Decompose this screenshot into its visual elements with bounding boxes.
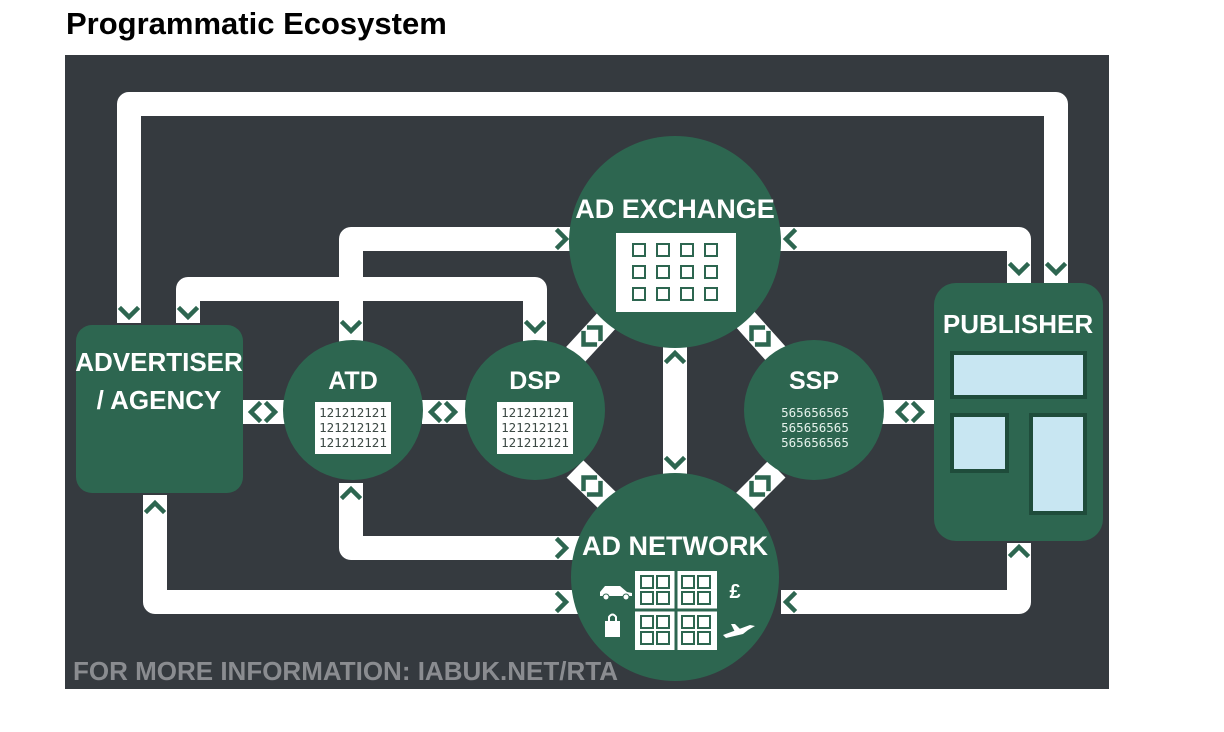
ssp-label: SSP	[789, 367, 839, 395]
ssp-node: SSP 565656565 565656565 565656565	[744, 340, 884, 480]
dsp-code-panel	[497, 402, 573, 454]
atd-code-panel	[315, 402, 391, 454]
dsp-code-line: 121212121	[501, 405, 569, 420]
atd-code-line: 121212121	[319, 405, 387, 420]
advertiser-label-line2: / AGENCY	[97, 385, 222, 415]
publisher-node: PUBLISHER	[934, 283, 1103, 541]
publisher-ad-slot	[950, 413, 1009, 473]
ad-exchange-label: AD EXCHANGE	[575, 194, 775, 224]
airplane-icon	[723, 624, 755, 638]
ad-network-node: AD NETWORK £	[571, 473, 779, 681]
dsp-code-line: 121212121	[501, 420, 569, 435]
atd-code-line: 121212121	[319, 435, 387, 450]
dsp-label: DSP	[509, 367, 560, 395]
publisher-label: PUBLISHER	[943, 309, 1093, 339]
dsp-node: DSP 121212121 121212121 121212121	[465, 340, 605, 480]
ad-network-label: AD NETWORK	[582, 531, 768, 561]
ad-exchange-node: AD EXCHANGE	[569, 136, 781, 348]
car-icon	[600, 586, 632, 601]
programmatic-ecosystem-diagram: ADVERTISER / AGENCY ATD 121212121 121212…	[65, 55, 1109, 689]
ssp-code-line: 565656565	[781, 405, 849, 420]
advertiser-label-line1: ADVERTISER	[75, 347, 243, 377]
atd-node: ATD 121212121 121212121 121212121	[283, 340, 423, 480]
dsp-code-line: 121212121	[501, 435, 569, 450]
footer-info-text: FOR MORE INFORMATION: IABUK.NET/RTA	[73, 656, 618, 686]
atd-label: ATD	[328, 367, 378, 395]
advertiser-agency-node: ADVERTISER / AGENCY	[75, 325, 243, 493]
publisher-sidebar-slot	[1029, 413, 1087, 515]
ssp-code-line: 565656565	[781, 435, 849, 450]
page-title: Programmatic Ecosystem	[66, 6, 447, 41]
ssp-code-line: 565656565	[781, 420, 849, 435]
atd-code-line: 121212121	[319, 420, 387, 435]
shopping-bag-icon	[605, 613, 620, 637]
publisher-banner-slot	[950, 351, 1087, 399]
pound-currency-icon: £	[729, 581, 740, 603]
